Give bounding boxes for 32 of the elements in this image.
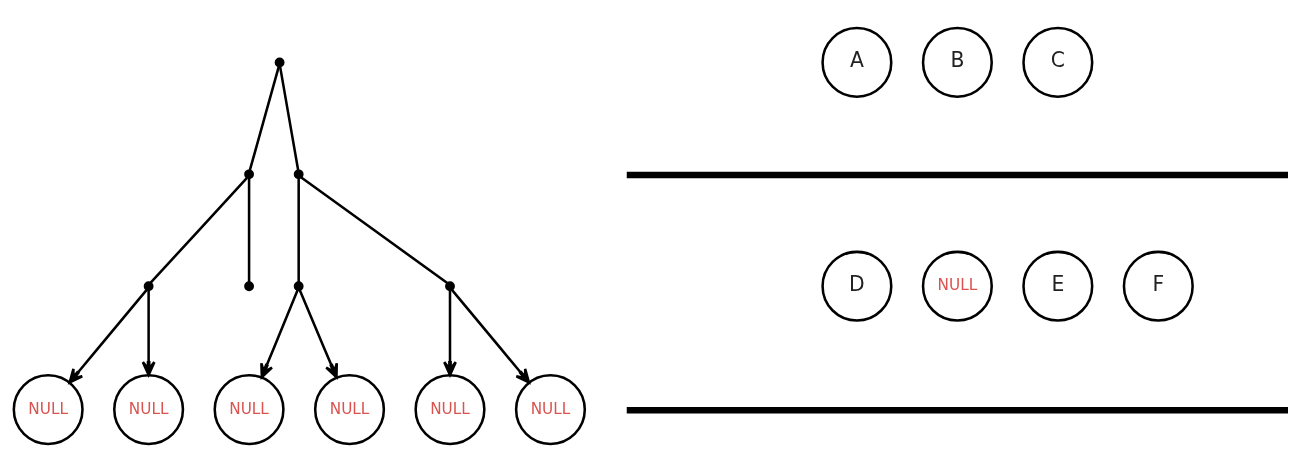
node-circle: NULL [514, 373, 587, 446]
arrow [443, 290, 457, 377]
node-circle: F [1122, 250, 1194, 322]
connector [248, 66, 281, 171]
node-point [293, 281, 304, 292]
arrow [450, 288, 531, 384]
connector [247, 178, 251, 283]
node-circle: A [821, 26, 893, 99]
node-circle: NULL [213, 373, 285, 446]
connector [300, 176, 449, 285]
connector [278, 66, 300, 171]
node-circle: NULL [414, 373, 486, 446]
node-point [445, 281, 455, 292]
node-circle: NULL [921, 250, 993, 322]
node-circle: D [821, 250, 893, 322]
arrow [141, 290, 156, 377]
node-point [244, 169, 254, 180]
arrow [68, 288, 148, 384]
arrow [298, 289, 339, 379]
node-point [143, 281, 154, 292]
node-circle: NULL [113, 373, 185, 446]
node-point [244, 281, 254, 292]
arrow [260, 289, 299, 379]
node-circle: NULL [313, 373, 386, 446]
connector [149, 177, 248, 284]
node-circle: B [921, 26, 993, 99]
connector [297, 178, 300, 283]
node-circle: NULL [12, 373, 84, 446]
node-circle: E [1022, 250, 1094, 322]
node-point [274, 57, 285, 68]
node-circle: C [1022, 26, 1094, 99]
node-point [293, 169, 304, 180]
